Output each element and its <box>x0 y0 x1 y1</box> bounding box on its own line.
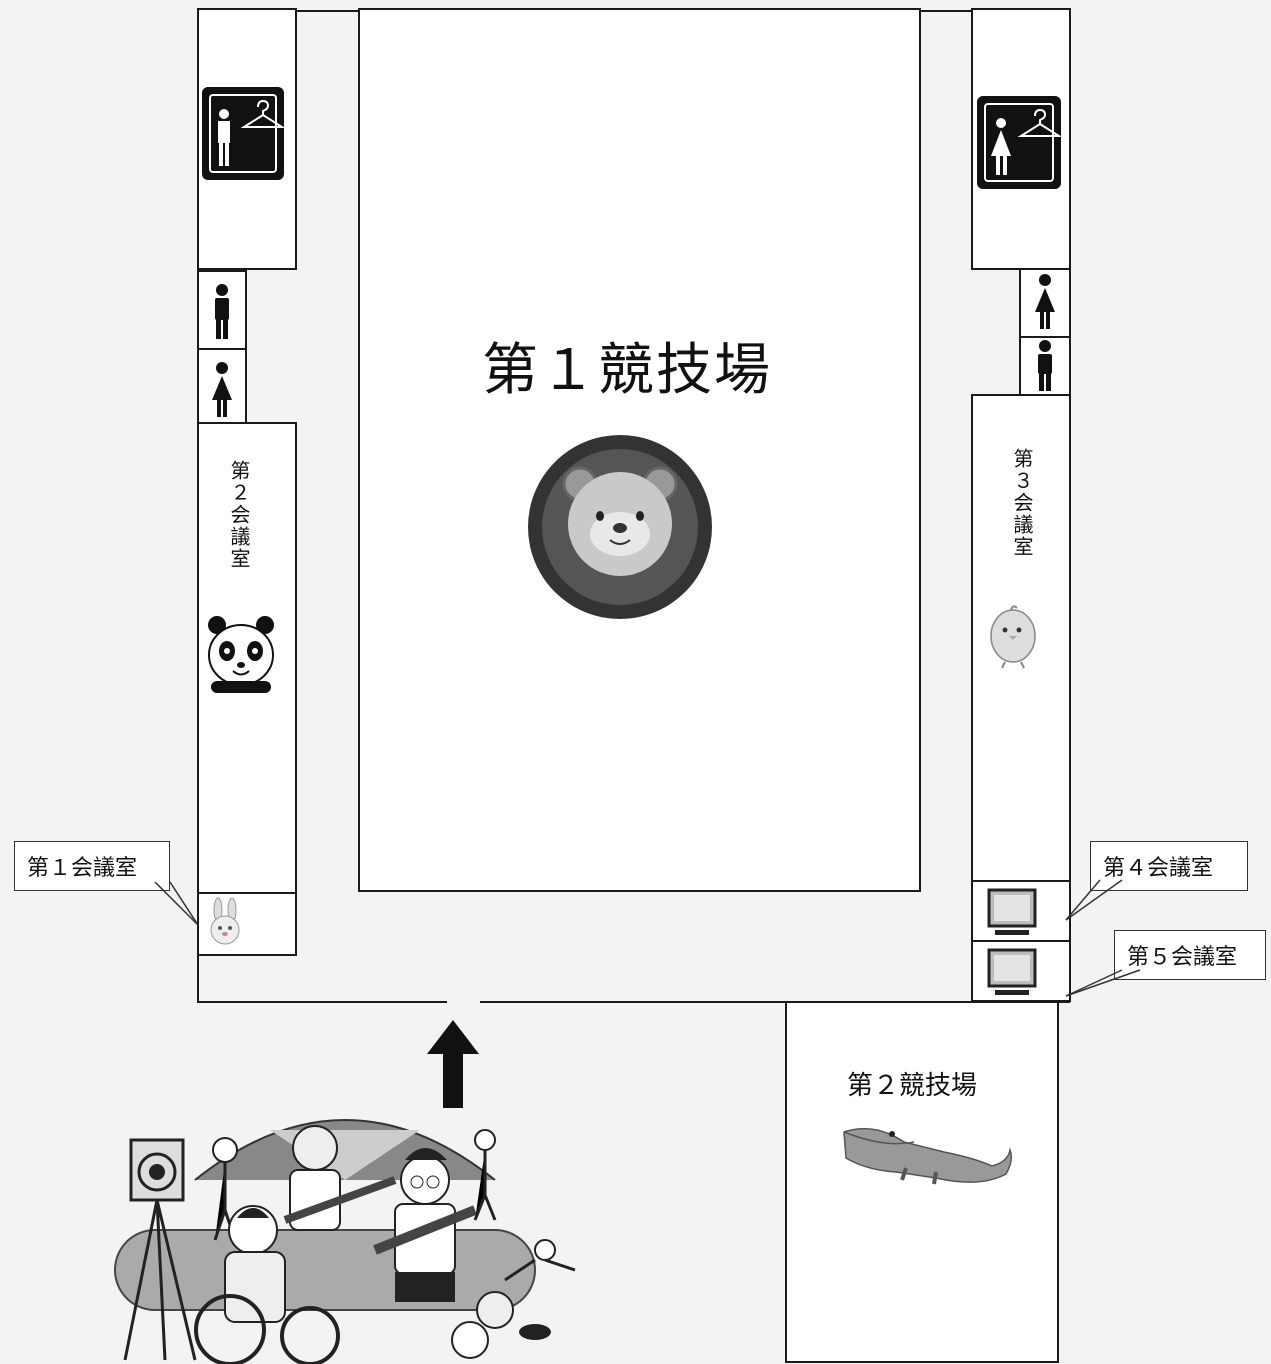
sports-people-illustration <box>114 1119 576 1364</box>
room-1-callout: 第１会議室 <box>14 841 170 891</box>
callout-pointer-room5 <box>1065 969 1141 997</box>
arena-2-label: 第２競技場 <box>847 1071 978 1101</box>
monitor-icon <box>987 948 1037 995</box>
panda-icon <box>208 616 274 693</box>
rabbit-icon <box>210 897 240 945</box>
room-5-callout: 第５会議室 <box>1114 930 1266 980</box>
room-2-label: 第２会議室 <box>227 460 251 570</box>
entrance-wall-left <box>197 1001 447 1003</box>
corridor-top-left <box>297 10 361 12</box>
womens-changing-room-sign <box>977 96 1063 189</box>
arena-1-label: 第１競技場 <box>482 338 772 403</box>
callout-pointer-room4 <box>1065 879 1123 921</box>
chick-icon <box>990 605 1036 669</box>
male-restroom-icon <box>1038 340 1052 391</box>
entrance-arrow-icon <box>427 1020 479 1108</box>
room-3-label: 第３会議室 <box>1010 448 1034 558</box>
female-restroom-icon <box>212 362 232 417</box>
entrance-wall-right <box>480 1001 1070 1003</box>
arena-2 <box>785 1001 1059 1363</box>
lion-icon <box>528 435 712 619</box>
mens-changing-room-icon <box>218 99 286 166</box>
callout-pointer-room1 <box>154 881 199 926</box>
corridor-left-edge-bottom <box>197 955 199 1003</box>
male-restroom-icon <box>215 284 229 339</box>
womens-changing-room-icon <box>991 108 1063 175</box>
crocodile-icon <box>843 1127 1013 1185</box>
monitor-icon <box>987 888 1037 935</box>
mens-changing-room-sign <box>202 87 286 180</box>
female-restroom-icon <box>1035 274 1055 329</box>
corridor-top-right <box>921 10 973 12</box>
room-4-callout: 第４会議室 <box>1090 841 1248 891</box>
